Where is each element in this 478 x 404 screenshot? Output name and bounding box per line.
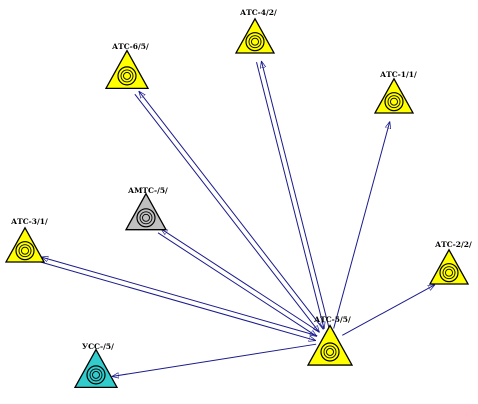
node-label: АТС-1/1/ [380,70,417,79]
nodes-layer: АТС-6/5/АТС-4/2/АТС-1/1/АМТС-/5/АТС-3/1/… [4,8,472,389]
link-atc5-atc1 [333,121,390,329]
node-ring-icon [21,246,29,255]
node-ring-icon [142,213,150,222]
link-atc5-atc2 [342,285,435,336]
node-ring-icon [123,71,131,80]
node-triangle-icon [306,324,354,366]
link-amtc-atc5 [157,232,317,337]
node-ring-icon [120,69,134,83]
link-atc5-atc6 [139,91,324,330]
node-atc4[interactable]: АТС-4/2/ [234,8,277,54]
node-ring-icon [326,348,334,356]
node-ycc[interactable]: УСС-/5/ [73,342,119,389]
node-ring-icon [18,244,32,258]
node-amtc[interactable]: АМТС-/5/ [124,186,168,231]
node-atc6[interactable]: АТС-6/5/ [104,42,150,90]
link-atc5-atc3 [41,257,318,337]
node-atc5[interactable]: АТС-5/5/ [306,315,354,366]
link-atc4-atc5 [256,62,325,329]
node-ring-icon [323,345,337,359]
node-label: УСС-/5/ [82,342,114,351]
node-label: АТС-6/5/ [112,42,149,51]
node-label: АТС-4/2/ [240,8,277,17]
node-ring-icon [15,241,35,261]
link-atc5-ycc [112,343,317,376]
node-label: АМТС-/5/ [128,186,168,195]
node-ring-icon [86,365,106,385]
node-ring-icon [445,268,453,277]
node-ring-icon [117,66,137,86]
node-ring-icon [320,342,340,362]
node-ring-icon [139,211,153,225]
node-ring-icon [384,92,404,112]
node-ring-icon [248,35,262,49]
node-ring-icon [245,32,265,52]
node-ring-icon [251,37,259,46]
node-label: АТС-3/1/ [11,217,48,226]
node-ring-icon [439,263,459,283]
link-atc6-atc5 [134,93,320,332]
link-atc5-amtc [161,229,320,333]
node-atc3[interactable]: АТС-3/1/ [4,217,48,263]
node-ring-icon [136,208,156,228]
node-ring-icon [92,370,100,379]
node-label: АТС-5/5/ [314,315,351,324]
node-label: АТС-2/2/ [435,240,472,249]
node-ring-icon [387,95,401,109]
node-ring-icon [89,368,103,382]
node-atc2[interactable]: АТС-2/2/ [428,240,472,285]
node-ring-icon [390,97,398,106]
node-ring-icon [442,266,456,280]
node-atc1[interactable]: АТС-1/1/ [373,70,417,114]
link-atc5-atc4 [261,61,330,328]
link-atc3-atc5 [39,261,316,341]
links-layer [39,61,435,377]
